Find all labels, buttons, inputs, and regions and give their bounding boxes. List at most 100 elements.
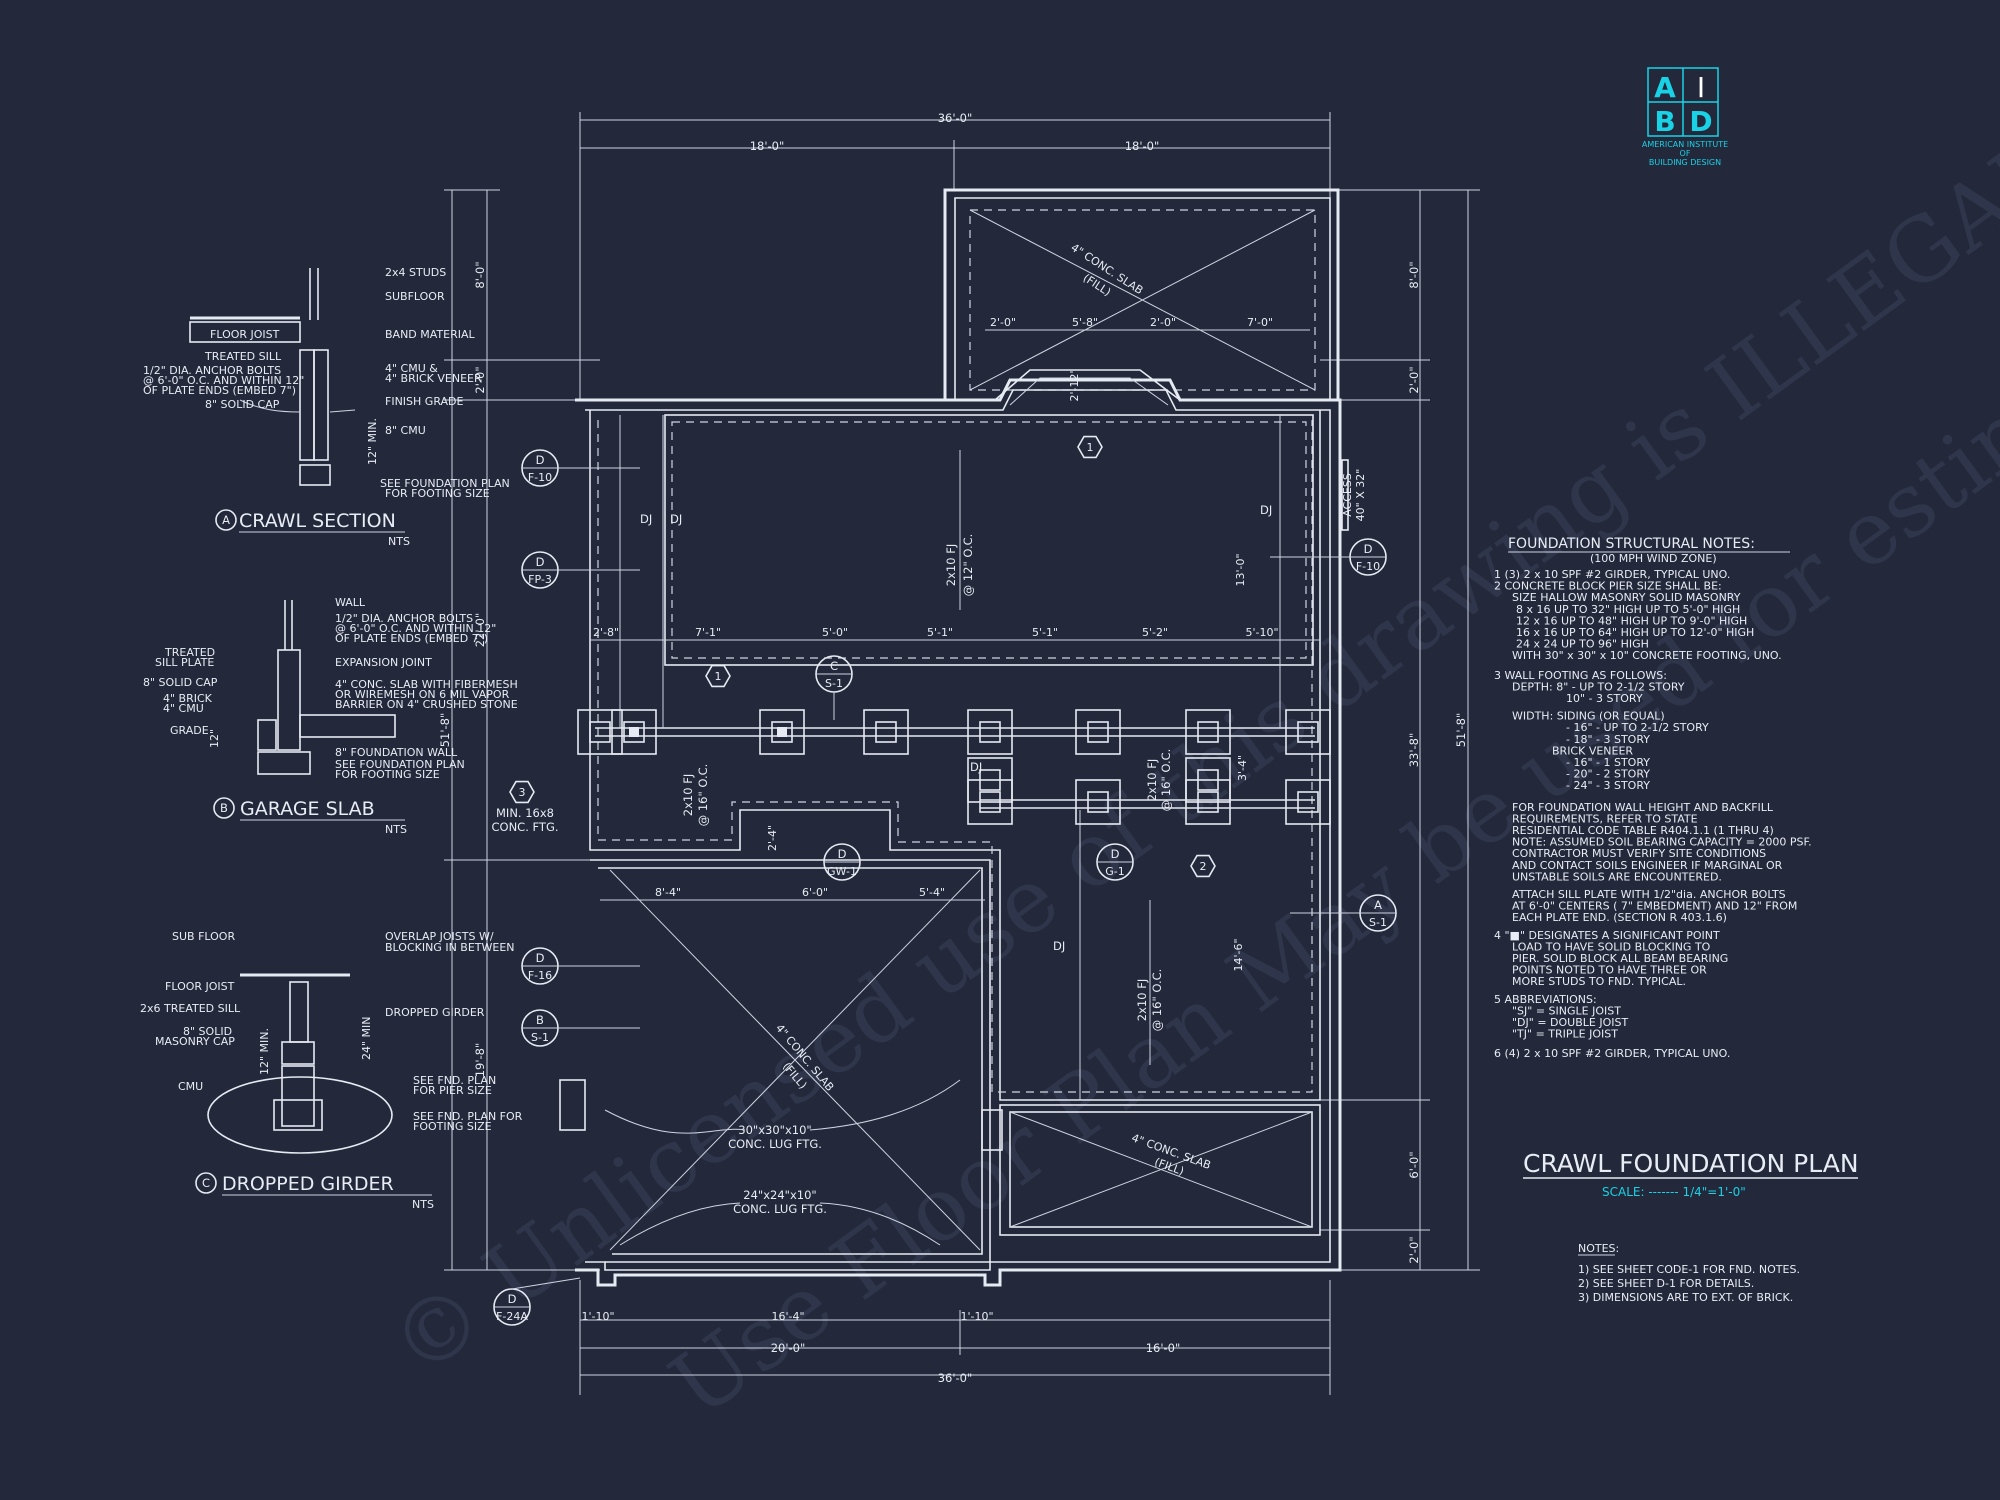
detail-a-label-4: TREATED SILL [204,350,282,363]
structural-note-line: 12 x 16 UP TO 48" HIGH UP TO 9'-0" HIGH [1516,614,1747,627]
section-mark-top: B [536,1013,544,1027]
callout-number: 1 [715,670,722,683]
joist-label-3b: @ 16" O.C. [1159,749,1173,812]
structural-notes: FOUNDATION STRUCTURAL NOTES: (100 MPH WI… [1494,536,1812,1060]
dim-top-overall: 36'-0" [938,111,973,125]
plan-note-3: 3) DIMENSIONS ARE TO EXT. OF BRICK. [1578,1291,1793,1304]
section-mark: AS-1 [1359,894,1397,932]
pier-footing [1185,709,1231,755]
detail-b-label-6: EXPANSION JOINT [335,656,432,669]
pier-footing [1285,779,1331,825]
dim-int-13: 2'-4" [766,825,779,851]
detail-c-label-7: MASONRY CAP [155,1035,235,1048]
structural-note-line: - 18" - 3 STORY [1566,733,1650,746]
point-load-marker [777,727,787,737]
logo-letter-b: B [1654,105,1675,138]
structural-note-line: REQUIREMENTS, REFER TO STATE [1512,812,1698,825]
section-mark-top: D [1111,847,1120,861]
joist-label-3a: 2x10 FJ [1145,759,1159,801]
detail-a-label-1: SUBFLOOR [385,290,445,303]
detail-b-title: GARAGE SLAB [240,798,375,820]
detail-b-label-5: SILL PLATE [155,656,214,669]
detail-a-title: CRAWL SECTION [239,510,396,532]
dim-top-left: 18'-0" [750,139,785,153]
structural-note-line: FOR FOUNDATION WALL HEIGHT AND BACKFILL [1512,801,1774,814]
section-mark-bottom: FP-3 [528,573,552,586]
plan-notes-heading: NOTES: [1578,1242,1619,1255]
structural-note-line: 4 "■" DESIGNATES A SIGNIFICANT POINT [1494,929,1720,942]
detail-c-label-0: SUB FLOOR [172,930,235,943]
detail-b-label-11: 4" BRICK [163,692,213,705]
section-mark-bottom: G-1 [1105,865,1125,878]
detail-b-garage-slab: WALL 1/2" DIA. ANCHOR BOLTS @ 6'-0" O.C.… [143,596,518,836]
detail-c-label-8: 12" MIN. [258,1028,271,1075]
detail-a-label-6: @ 6'-0" O.C. AND WITHIN 12" [143,374,304,387]
detail-a-letter: A [222,513,230,527]
callout-tag: 1 [1077,435,1103,459]
footing-label-1: MIN. 16x8 [496,806,554,820]
section-mark-top: D [536,951,545,965]
joist-label-2b: @ 16" O.C. [696,764,710,827]
dj-label-5: DJ [1053,939,1065,953]
structural-note-line: AT 6'-0" CENTERS ( 7" EMBEDMENT) AND 12"… [1512,900,1797,913]
structural-note-line: "DJ" = DOUBLE JOIST [1512,1016,1628,1029]
section-mark: DF-24A [493,1288,531,1326]
leader-line [511,1277,581,1290]
dim-bottom-seg-3: 1'-10" [960,1310,993,1323]
dim-right-4: 6'-0" [1407,1151,1421,1178]
dim-int-7: 5'-0" [822,626,848,639]
plan-note-1: 1) SEE SHEET CODE-1 FOR FND. NOTES. [1578,1263,1800,1276]
section-mark-bottom: F-16 [528,969,552,982]
structural-note-line: AND CONTACT SOILS ENGINEER IF MARGINAL O… [1512,859,1783,872]
joist-label-2a: 2x10 FJ [681,774,695,816]
dim-left-3: 22'-0" [473,613,487,648]
detail-c-label-12: FOR PIER SIZE [413,1084,492,1097]
structural-note-line: - 24" - 3 STORY [1566,779,1650,792]
section-mark-top: D [536,555,545,569]
structural-note-line: DEPTH: 8" - UP TO 2-1/2 STORY [1512,680,1685,693]
pier-footing [967,757,1013,803]
structural-note-line: ATTACH SILL PLATE WITH 1/2"dia. ANCHOR B… [1512,888,1786,901]
section-mark-bottom: S-1 [1369,916,1387,929]
notes-heading: FOUNDATION STRUCTURAL NOTES: [1508,536,1755,552]
dim-int-19: 2'-12" [1068,368,1081,401]
detail-c-label-9: 24" MIN [360,1016,373,1060]
pier-footing [1185,757,1231,803]
section-mark-bottom: F-24A [496,1310,528,1323]
detail-b-letter: B [220,801,228,815]
dj-label-4: DJ [970,760,982,774]
section-mark-bottom: F-10 [528,471,552,484]
dim-right-1: 8'-0" [1407,261,1421,288]
dim-int-11: 5'-10" [1245,626,1278,639]
detail-b-label-13: GRADE [170,724,209,737]
dim-int-2: 5'-8" [1072,316,1098,329]
dim-bottom-overall: 36'-0" [938,1371,973,1385]
pier-block [589,721,611,743]
detail-a-label-5: 1/2" DIA. ANCHOR BOLTS [143,364,281,377]
pier-footing [611,709,657,755]
detail-a-label-15: FOR FOOTING SIZE [385,487,490,500]
pier-footing [1075,779,1121,825]
structural-note-line: 16 x 16 UP TO 64" HIGH UP TO 12'-0" HIGH [1516,626,1754,639]
detail-c-letter: C [202,1176,210,1190]
detail-b-label-1: 1/2" DIA. ANCHOR BOLTS [335,612,473,625]
detail-b-scale: NTS [385,823,407,836]
section-mark-bottom: S-1 [825,677,843,690]
structural-note-line: - 16" - 1 STORY [1566,756,1650,769]
joist-labels: 2x10 FJ @ 12" O.C. 2x10 FJ @ 16" O.C. 2x… [681,450,1173,1065]
access-label-2: 40" X 32" [1354,469,1367,522]
section-mark: D G-1 [1096,843,1134,881]
footing-label-4: CONC. LUG FTG. [728,1137,822,1151]
dim-int-10: 5'-2" [1142,626,1168,639]
detail-a-label-12: 8" CMU [385,424,426,437]
detail-c-title: DROPPED GIRDER [222,1173,394,1195]
joist-label-4a: 2x10 FJ [1135,979,1149,1021]
joist-label-4b: @ 16" O.C. [1150,969,1164,1032]
detail-c-label-10: CMU [178,1080,203,1093]
dim-int-18: 14'-6" [1232,938,1245,971]
callout-tag: 3 [509,780,535,804]
detail-b-label-3: OF PLATE ENDS (EMBED 7") [335,632,488,645]
detail-c-label-3: FLOOR JOIST [165,980,235,993]
section-mark-top: D [838,847,847,861]
